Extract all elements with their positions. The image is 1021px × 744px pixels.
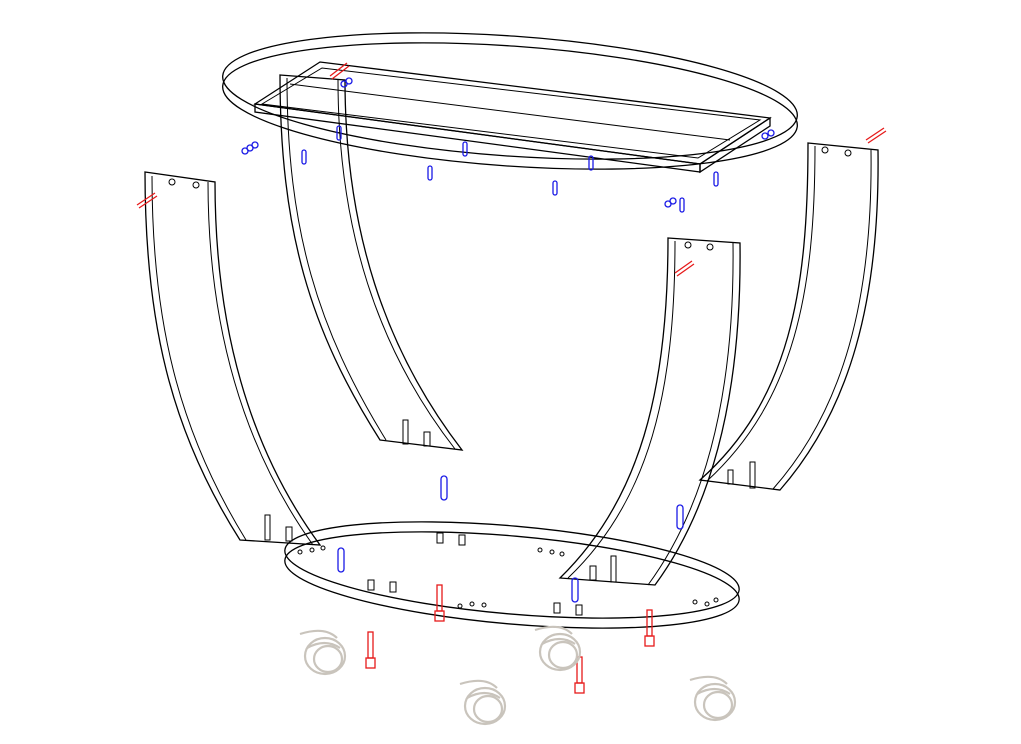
leg-panel-left — [144, 171, 322, 546]
leg-panel-right-back — [698, 142, 879, 491]
dowels — [241, 77, 775, 603]
screws — [136, 62, 887, 694]
leg-panel-center — [279, 74, 464, 451]
bottom-shelf — [284, 521, 740, 629]
tabletop — [222, 32, 798, 170]
apron-frame — [253, 61, 772, 174]
floor-glides — [299, 625, 737, 726]
leg-panel-right-front — [558, 237, 741, 586]
